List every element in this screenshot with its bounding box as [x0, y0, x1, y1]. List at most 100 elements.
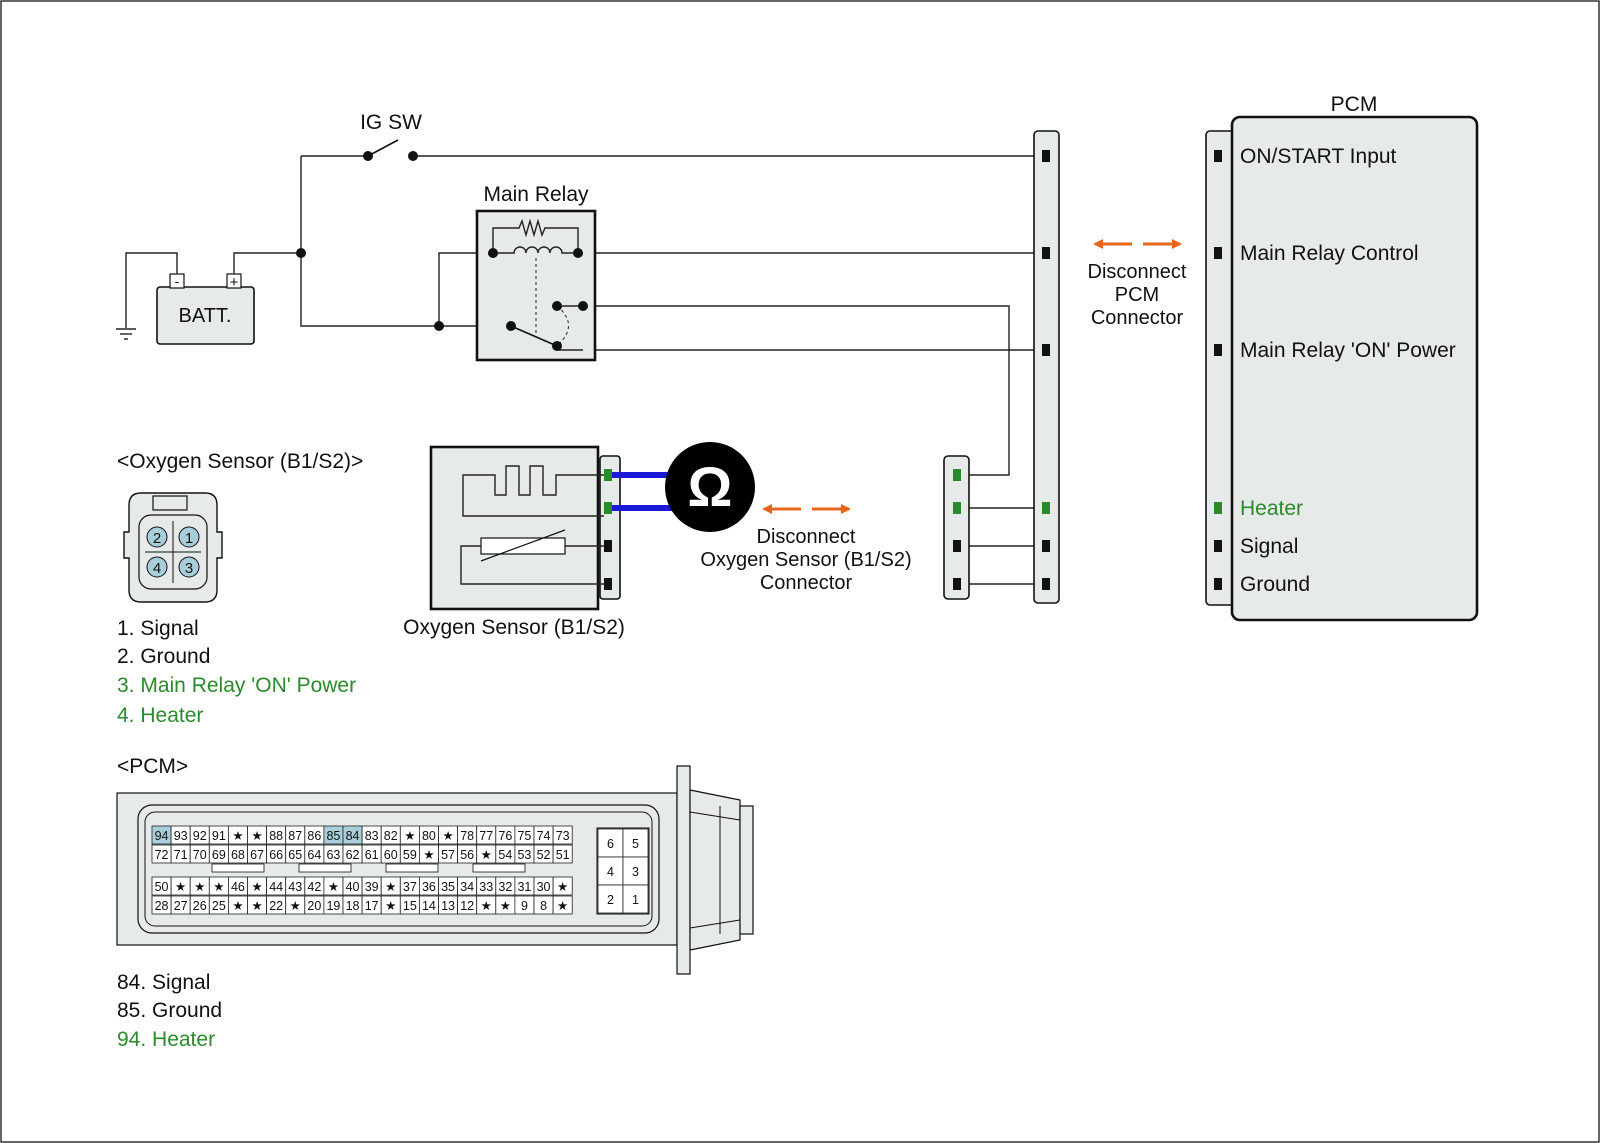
pcm-pin-number: ★ [423, 848, 434, 862]
pcm-pin-number: 59 [403, 848, 417, 862]
pcm-pin-number: 14 [422, 899, 436, 913]
o2-legend-1: 1. Signal [117, 617, 199, 640]
ig-sw-label: IG SW [360, 111, 422, 134]
pcm-pin-number: ★ [175, 880, 186, 894]
pcm-pin-number: 27 [174, 899, 188, 913]
pcm-pin-number: 84 [346, 829, 360, 843]
o2-pin-1: 1 [185, 530, 193, 547]
pcm-pin-number: 66 [269, 848, 283, 862]
o2-connector-face: 2 1 4 3 [123, 492, 223, 603]
pcm-pin-number: ★ [557, 880, 568, 894]
pcm-legend-2: 85. Ground [117, 999, 222, 1022]
pcm-pin-number: 69 [212, 848, 226, 862]
pcm-pin-number: 32 [498, 880, 512, 894]
pcm-pin-number: ★ [251, 880, 262, 894]
small-pin-number: 4 [607, 865, 614, 879]
ground-icon [116, 252, 178, 340]
pcm-pin-number: ★ [232, 829, 243, 843]
small-pin-number: 6 [607, 837, 614, 851]
pcm-pin-number: 36 [422, 880, 436, 894]
oxygen-sensor: Oxygen Sensor (B1/S2) [403, 445, 625, 639]
pcm-pin-signal: Signal [1240, 535, 1298, 558]
pcm-pin-number: 20 [307, 899, 321, 913]
pcm-pin-number: 76 [498, 829, 512, 843]
pcm-pin-number: 88 [269, 829, 283, 843]
pcm-pin-number: 71 [174, 848, 188, 862]
pcm-pin-number: 18 [346, 899, 360, 913]
pcm-pin-number: 51 [556, 848, 570, 862]
pcm-pin-number: 22 [269, 899, 283, 913]
o2-connector-title: <Oxygen Sensor (B1/S2)> [117, 450, 363, 473]
pcm-pin-number: ★ [500, 899, 511, 913]
small-pin-number: 5 [632, 837, 639, 851]
junction-dots [296, 151, 444, 331]
pcm-pin-number: ★ [251, 829, 262, 843]
pcm-pin-number: 86 [307, 829, 321, 843]
pcm-pin-number: 31 [517, 880, 531, 894]
disconnect-o2-line1: Disconnect [757, 526, 856, 548]
pcm-pin-number: ★ [232, 899, 243, 913]
pcm-pin-number: 13 [441, 899, 455, 913]
disconnect-pcm-line2: PCM [1115, 284, 1159, 306]
pcm-pin-number: 25 [212, 899, 226, 913]
pcm-pin-number: 26 [193, 899, 207, 913]
pcm-pin-number: ★ [481, 899, 492, 913]
pcm-pin-on-start: ON/START Input [1240, 145, 1397, 168]
battery: - + BATT. [156, 273, 255, 345]
pcm-pin-main-relay-control: Main Relay Control [1240, 242, 1419, 265]
pcm-pin-number: 30 [537, 880, 551, 894]
ohm-symbol: Ω [688, 455, 733, 518]
pcm-pin-number: 35 [441, 880, 455, 894]
pcm-pin-number: ★ [290, 899, 301, 913]
o2-legend-4: 4. Heater [117, 704, 203, 727]
o2-harness-connector [943, 455, 970, 600]
pcm-pin-number: 19 [326, 899, 340, 913]
ohmmeter-icon: Ω [665, 442, 755, 532]
pcm-pin-number: ★ [194, 880, 205, 894]
small-pin-cell [622, 884, 649, 914]
o2-legend-3: 3. Main Relay 'ON' Power [117, 674, 356, 697]
o2-pin-2: 2 [153, 530, 161, 547]
small-pin-number: 1 [632, 893, 639, 907]
pcm-pin-number: 57 [441, 848, 455, 862]
pcm-harness-connector [1033, 130, 1060, 604]
pcm-pin-number: 56 [460, 848, 474, 862]
pcm-pin-number: ★ [213, 880, 224, 894]
pcm-pin-number: 83 [365, 829, 379, 843]
pcm-pin-cell [552, 895, 573, 915]
pcm-legend-3: 94. Heater [117, 1028, 215, 1051]
pcm-pin-number: 61 [365, 848, 379, 862]
pcm-pin-ground: Ground [1240, 573, 1310, 596]
pcm-pin-number: 52 [537, 848, 551, 862]
pcm-pin-number: 68 [231, 848, 245, 862]
pcm-pin-number: 50 [155, 880, 169, 894]
pcm-module: PCM ON/START Input Main Relay Control Ma… [1205, 93, 1479, 622]
pcm-pin-number: 78 [460, 829, 474, 843]
pcm-pin-number: 67 [250, 848, 264, 862]
pcm-pin-number: 80 [422, 829, 436, 843]
o2-pin-4: 4 [153, 560, 161, 577]
pcm-pin-number: 82 [384, 829, 398, 843]
o2-pin-3: 3 [185, 560, 193, 577]
pcm-pin-number: ★ [557, 899, 568, 913]
pcm-pin-number: 37 [403, 880, 417, 894]
pcm-pin-number: ★ [385, 899, 396, 913]
disconnect-pcm-line3: Connector [1091, 307, 1184, 329]
pcm-pin-number: 87 [288, 829, 302, 843]
pcm-pin-number: 54 [498, 848, 512, 862]
pcm-pin-number: ★ [442, 829, 453, 843]
pcm-pin-number: 64 [307, 848, 321, 862]
battery-neg-label: - [175, 273, 180, 289]
pcm-pin-number: 33 [479, 880, 493, 894]
pcm-pin-number: 12 [460, 899, 474, 913]
pcm-pin-number: ★ [328, 880, 339, 894]
pcm-title: PCM [1331, 93, 1378, 116]
pcm-pin-cell [552, 876, 573, 896]
pcm-pin-number: ★ [404, 829, 415, 843]
disconnect-o2-line3: Connector [760, 572, 853, 594]
pcm-pin-number: 93 [174, 829, 188, 843]
pcm-pin-cell [552, 844, 573, 864]
small-pin-cell [622, 856, 649, 886]
